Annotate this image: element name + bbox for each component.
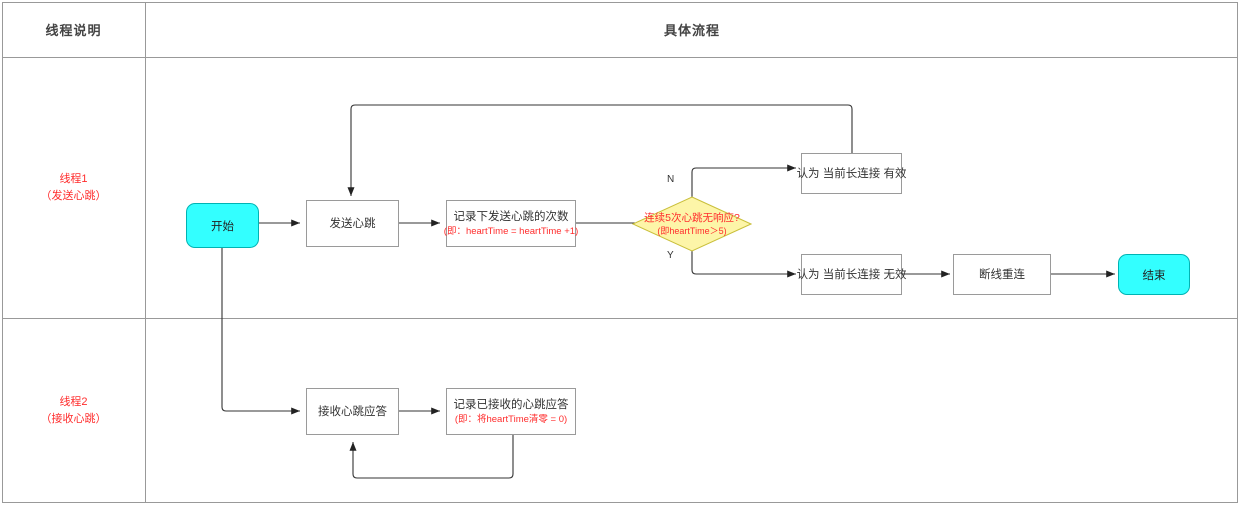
node-receive-reply[interactable]: 接收心跳应答: [306, 388, 399, 435]
node-record-recv-note: (即：将heartTime清零 = 0): [454, 413, 568, 425]
row-label-thread-1: 线程1 （发送心跳）: [2, 58, 145, 318]
node-end-label: 结束: [1142, 269, 1166, 282]
branch-label-y: Y: [667, 250, 674, 261]
node-send-heartbeat[interactable]: 发送心跳: [306, 200, 399, 247]
node-end[interactable]: 结束: [1118, 254, 1190, 295]
row-label-thread-1-line1: 线程1: [59, 173, 88, 185]
node-record-recv[interactable]: 记录已接收的心跳应答 (即：将heartTime清零 = 0): [446, 388, 576, 435]
wire-recv-loop-back: [349, 435, 514, 479]
row-label-thread-2: 线程2 （接收心跳）: [2, 319, 145, 503]
node-conn-invalid-label: 认为 当前长连接 无效: [796, 268, 907, 281]
row-label-thread-1-line2: （发送心跳）: [40, 190, 107, 202]
node-reconnect-label: 断线重连: [979, 268, 1025, 281]
node-record-recv-label: 记录已接收的心跳应答: [453, 398, 569, 411]
column-divider: [145, 2, 146, 503]
node-start[interactable]: 开始: [186, 203, 259, 248]
node-record-send-note: (即：heartTime = heartTime +1): [443, 225, 579, 237]
node-record-send[interactable]: 记录下发送心跳的次数 (即：heartTime = heartTime +1): [443, 200, 579, 247]
node-reconnect[interactable]: 断线重连: [953, 254, 1051, 295]
wire-decision-n-to-valid: [691, 164, 796, 205]
header-thread-desc: 线程说明: [45, 23, 102, 38]
node-record-send-label: 记录下发送心跳的次数: [453, 210, 569, 223]
wire-valid-loop-back: [347, 104, 853, 196]
node-conn-valid[interactable]: 认为 当前长连接 有效: [797, 153, 906, 194]
node-conn-valid-label: 认为 当前长连接 有效: [796, 167, 907, 180]
row-label-thread-2-line2: （接收心跳）: [40, 413, 107, 425]
row-label-thread-2-line1: 线程2: [59, 396, 88, 408]
wire-start-to-receive: [221, 248, 300, 415]
node-decision[interactable]: 连续5次心跳无响应? (即heartTime＞5): [632, 196, 752, 252]
row-divider: [2, 318, 1238, 319]
branch-label-n: N: [667, 174, 675, 185]
header-detail-flow: 具体流程: [663, 23, 720, 38]
wire-decision-y-to-invalid: [691, 241, 796, 278]
node-receive-reply-label: 接收心跳应答: [318, 405, 387, 418]
node-conn-invalid[interactable]: 认为 当前长连接 无效: [797, 254, 906, 295]
decision-shape: [632, 196, 752, 252]
node-start-label: 开始: [211, 220, 234, 233]
header-divider: [2, 57, 1238, 58]
node-send-heartbeat-label: 发送心跳: [329, 217, 376, 230]
